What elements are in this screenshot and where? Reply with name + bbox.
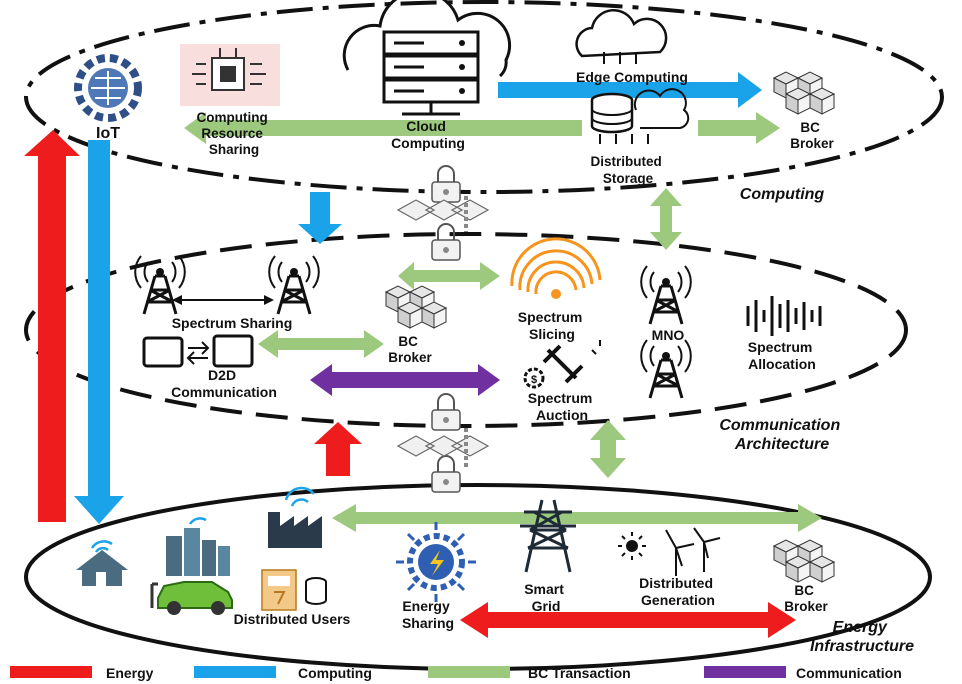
resource-sharing-label: Computing Resource Sharing bbox=[197, 110, 272, 157]
smart-grid-tower-icon bbox=[520, 499, 576, 573]
computing-layer-ellipse bbox=[24, 0, 944, 194]
energy-up-arrow bbox=[24, 130, 80, 522]
distributed-generation-label: Distributed Generation bbox=[639, 575, 717, 608]
buildings-icon bbox=[166, 517, 230, 576]
spectrum-allocation-label: Spectrum Allocation bbox=[748, 339, 816, 372]
storage-broker-arrow bbox=[698, 112, 780, 144]
d2d-communication-label: D2D Communication bbox=[171, 367, 277, 400]
computing-broker-label: BC Broker bbox=[790, 120, 834, 151]
legend-label-bc-transaction: BC Transaction bbox=[528, 665, 631, 681]
computing-broker-cube-icon bbox=[773, 71, 835, 115]
spectrum-auction-icon: $ bbox=[523, 340, 601, 389]
factory-icon bbox=[268, 486, 322, 548]
computing-layer-title: Computing bbox=[740, 186, 825, 203]
d2d-broker-arrow bbox=[258, 330, 384, 358]
legend-swatch-computing bbox=[194, 666, 276, 678]
spectrum-auction-label: Spectrum Auction bbox=[528, 390, 596, 423]
computing-down-arrow bbox=[74, 140, 124, 524]
electric-car-icon bbox=[150, 581, 233, 615]
blockchain-lock-icon-lower bbox=[396, 393, 490, 493]
energy-broker-cube-icon bbox=[773, 539, 835, 583]
legend-label-computing: Computing bbox=[298, 665, 372, 681]
cloud-server-icon bbox=[342, 0, 512, 116]
communication-right-tower-icon bbox=[639, 338, 693, 400]
resource-sharing-arrow bbox=[184, 112, 582, 144]
d2d-devices-icon bbox=[142, 334, 254, 368]
spectrum-waveform-icon bbox=[746, 296, 822, 336]
computing-communication-bc-arrow bbox=[650, 188, 682, 250]
mno-tower-icon bbox=[639, 264, 693, 326]
distributed-generation-icon bbox=[618, 527, 721, 576]
charging-station-icon bbox=[261, 569, 327, 611]
spectrum-sharing-tower-right-icon bbox=[267, 254, 321, 316]
edge-computing-label: Edge Computing bbox=[576, 69, 688, 85]
spectrum-slicing-icon bbox=[510, 237, 602, 299]
communication-layer-title: Communication Architecture bbox=[719, 417, 844, 453]
communication-broker-cube-icon bbox=[385, 285, 447, 329]
energy-to-communication-arrow bbox=[314, 422, 362, 476]
edge-cloud-icon bbox=[575, 8, 668, 64]
legend: Energy Computing BC Transaction Communic… bbox=[10, 665, 902, 681]
cloud-computing-label: Cloud Computing bbox=[391, 118, 465, 151]
edge-computing-arrow bbox=[498, 72, 762, 108]
distributed-storage-label: Distributed Storage bbox=[590, 154, 665, 186]
svg-text:$: $ bbox=[531, 374, 537, 386]
communication-broker-label: BC Broker bbox=[388, 334, 432, 365]
energy-layer-title: Energy Infrastructure bbox=[810, 619, 914, 655]
legend-swatch-energy bbox=[10, 666, 92, 678]
broker-slicing-arrow bbox=[398, 262, 500, 290]
house-wifi-icon bbox=[76, 540, 128, 586]
legend-label-energy: Energy bbox=[106, 665, 154, 681]
d2d-auction-arrow bbox=[310, 364, 500, 396]
communication-layer-ellipse bbox=[24, 232, 908, 428]
legend-swatch-communication bbox=[704, 666, 786, 678]
distributed-users-label: Distributed Users bbox=[234, 611, 351, 627]
energy-sharing-icon bbox=[396, 522, 476, 602]
legend-swatch-bc-transaction bbox=[428, 666, 510, 678]
legend-label-communication: Communication bbox=[796, 665, 902, 681]
communication-energy-bc-arrow bbox=[590, 420, 626, 478]
chip-icon bbox=[180, 44, 280, 106]
iot-label: IoT bbox=[96, 125, 120, 142]
energy-sharing-label: Energy Sharing bbox=[402, 598, 454, 631]
computing-to-communication-arrow bbox=[298, 192, 342, 244]
iot-gear-icon bbox=[74, 54, 142, 122]
spectrum-sharing-label: Spectrum Sharing bbox=[172, 315, 293, 331]
mno-label: MNO bbox=[652, 327, 685, 343]
energy-bc-arrow bbox=[332, 504, 822, 532]
energy-broker-label: BC Broker bbox=[784, 583, 828, 614]
smart-grid-label: Smart Grid bbox=[524, 581, 568, 614]
storage-database-icon bbox=[590, 88, 690, 144]
blockchain-lock-icon bbox=[396, 165, 490, 261]
spectrum-slicing-label: Spectrum Slicing bbox=[518, 309, 586, 342]
energy-trading-arrow bbox=[460, 602, 796, 638]
